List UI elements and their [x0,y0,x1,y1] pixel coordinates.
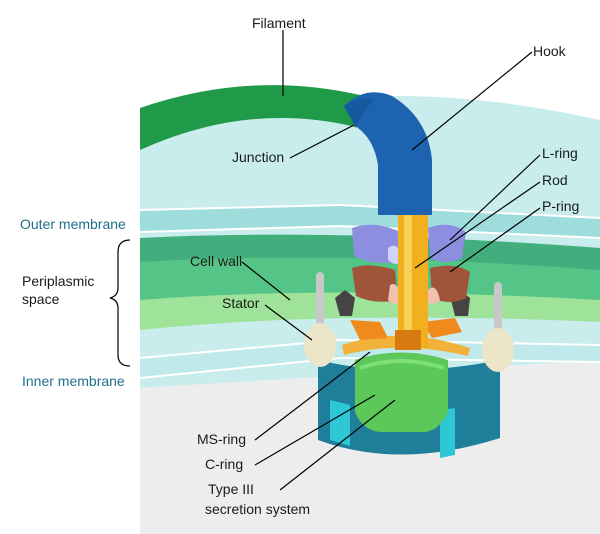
label-inner-membrane: Inner membrane [22,373,125,389]
label-hook: Hook [533,43,567,59]
label-stator: Stator [222,295,260,311]
stator-right [482,328,514,372]
cell-wall [140,292,600,330]
label-filament: Filament [252,15,306,31]
label-cell-wall: Cell wall [190,253,242,269]
filament [140,85,360,150]
stator-right-post [494,282,502,337]
leader-lines [241,30,541,491]
label-p-ring: P-ring [542,198,579,214]
label-t3ss-1: Type III [208,481,254,497]
label-junction: Junction [232,149,284,165]
p-ring [352,265,398,302]
label-ms-ring: MS-ring [197,431,246,447]
hook [344,92,432,215]
junction [344,98,374,128]
stator-left [304,323,336,367]
label-rod: Rod [542,172,568,188]
label-outer-membrane: Outer membrane [20,216,126,232]
label-t3ss-2: secretion system [205,501,310,517]
label-l-ring: L-ring [542,145,578,161]
label-c-ring: C-ring [205,456,243,472]
label-periplasmic-2: space [22,291,60,307]
type-iii-secretion-system [355,352,448,432]
periplasmic-bracket [109,239,131,367]
stator-left-post [316,272,324,332]
label-periplasmic-1: Periplasmic [22,273,94,289]
